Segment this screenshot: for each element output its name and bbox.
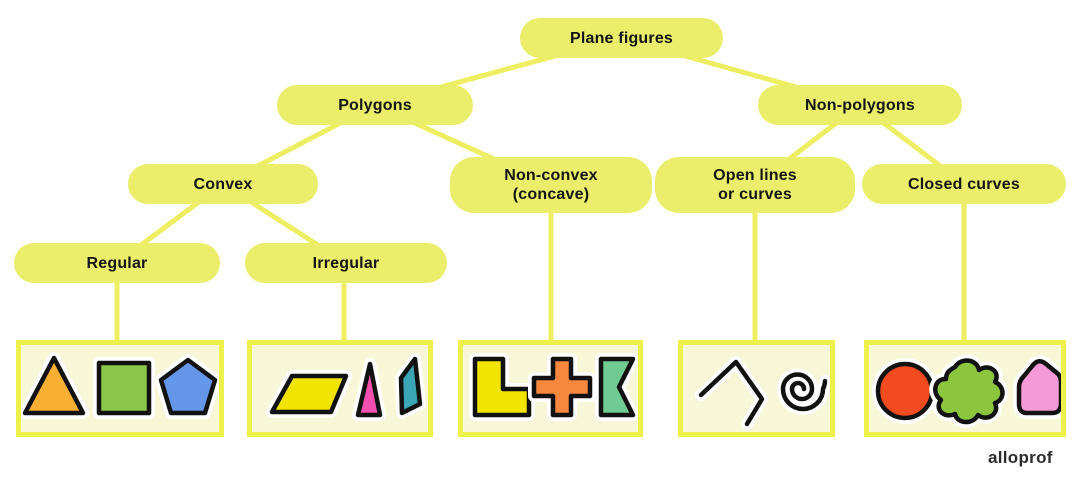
circle-icon — [875, 361, 935, 421]
equilateral-triangle-icon — [22, 355, 86, 416]
plus-shape-icon — [531, 356, 593, 418]
node-label: Non-polygons — [805, 96, 915, 114]
node-label: Convex — [193, 175, 253, 193]
node-open-lines: Open lines or curves — [655, 157, 855, 213]
node-label: Regular — [86, 254, 148, 272]
node-regular: Regular — [14, 243, 220, 283]
node-label: Non-convex — [504, 167, 598, 184]
non-convex-shapes — [469, 353, 638, 421]
node-label: Closed curves — [908, 175, 1020, 193]
node-polygons: Polygons — [277, 85, 473, 125]
irregular-shapes — [266, 353, 426, 421]
node-plane-figures: Plane figures — [520, 18, 723, 58]
node-irregular: Irregular — [245, 243, 447, 283]
rounded-pentagon-icon — [1016, 359, 1061, 416]
l-shape-icon — [472, 356, 532, 418]
node-non-convex: Non-convex (concave) — [450, 157, 652, 213]
node-closed-curves: Closed curves — [862, 164, 1066, 204]
irregular-quadrilateral-icon — [398, 356, 423, 416]
regular-shapes — [21, 352, 219, 419]
pentagon-icon — [158, 357, 218, 416]
blob-icon — [933, 358, 1005, 425]
parallelogram-icon — [269, 373, 349, 415]
node-convex: Convex — [128, 164, 318, 204]
examples-box-open-lines — [678, 340, 835, 437]
square-icon — [96, 360, 152, 416]
closed-curve-shapes — [872, 354, 1061, 428]
open-line-shapes — [695, 356, 830, 430]
alloprof-logo: alloprof — [988, 448, 1053, 467]
spiral-icon — [780, 372, 828, 412]
node-label: Plane figures — [569, 29, 674, 47]
notched-flag-icon — [598, 356, 636, 418]
node-label: Open lines — [713, 167, 797, 184]
node-label-line2: or curves — [718, 186, 792, 203]
node-non-polygons: Non-polygons — [758, 85, 962, 125]
scalene-triangle-icon — [355, 361, 383, 418]
node-label-line2: (concave) — [512, 186, 590, 203]
examples-box-closed-curves — [864, 340, 1066, 437]
examples-box-irregular — [247, 340, 433, 437]
examples-box-non-convex — [458, 340, 643, 437]
examples-box-regular — [16, 340, 224, 437]
node-label: Polygons — [338, 96, 412, 114]
node-label: Irregular — [312, 254, 380, 272]
open-polyline-icon — [698, 359, 765, 427]
